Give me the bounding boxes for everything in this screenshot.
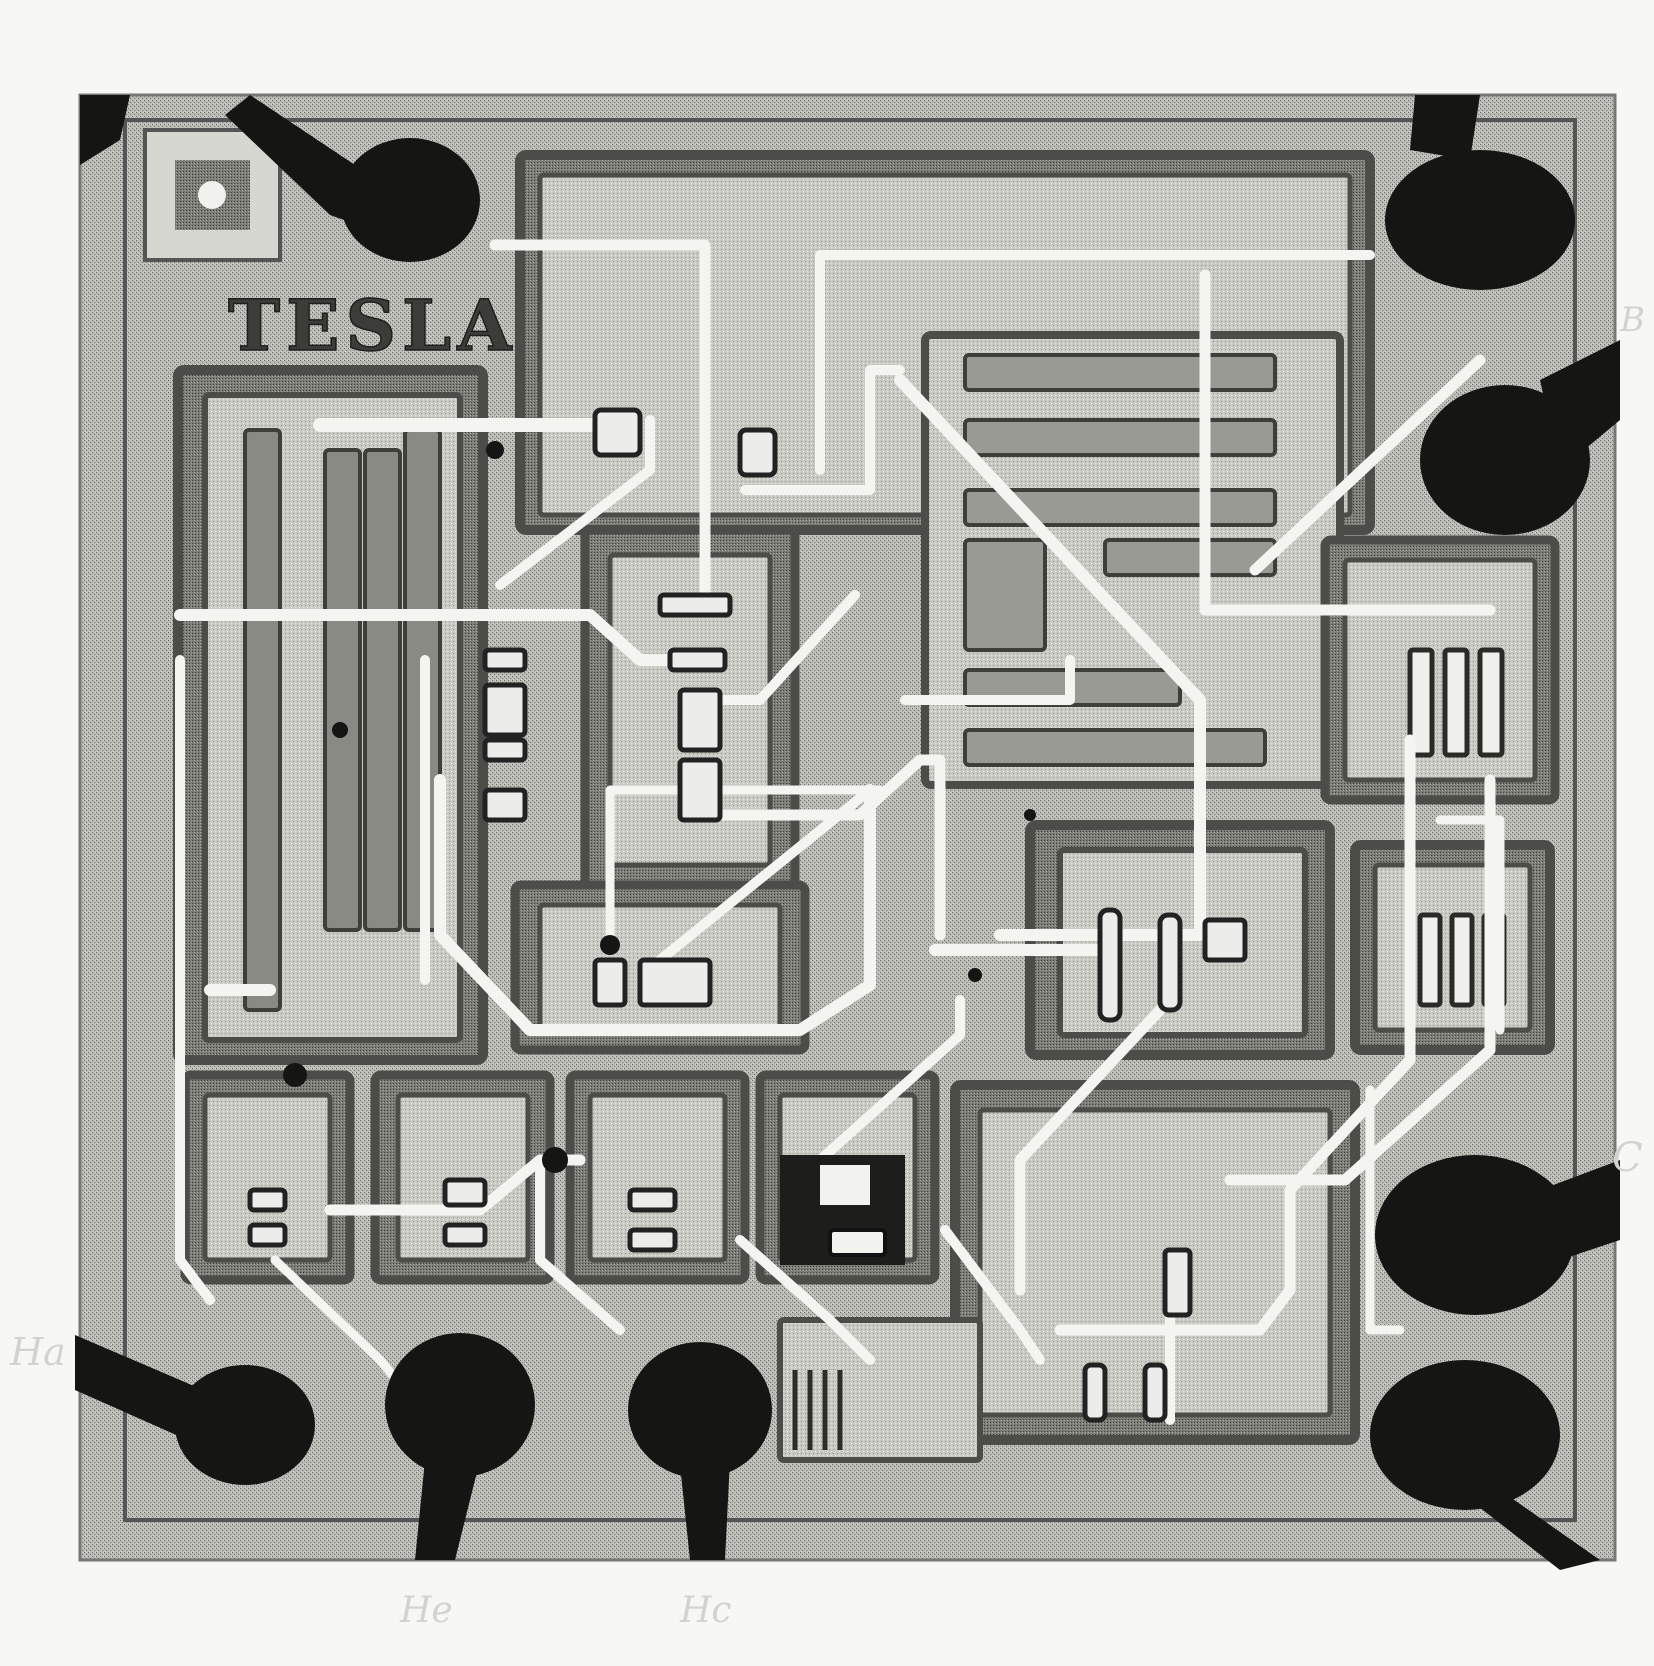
margin-note-left-bottom: Ha: [10, 1330, 66, 1374]
resistor-fingers: [243, 428, 442, 1012]
margin-note-right-lower: C: [1612, 1135, 1643, 1181]
die-inner-border: [123, 118, 1577, 1522]
margin-note-bottom-b: Hc: [680, 1590, 732, 1631]
contact-windows: [247, 407, 1248, 1423]
margin-note-bottom-a: He: [400, 1590, 453, 1631]
capacitor-lines: [792, 1370, 843, 1450]
bond-wires: [75, 95, 1620, 1570]
margin-note-right-upper: B: [1620, 300, 1645, 340]
alignment-pad: [143, 128, 282, 262]
tesla-logo: TESLA: [228, 284, 518, 367]
